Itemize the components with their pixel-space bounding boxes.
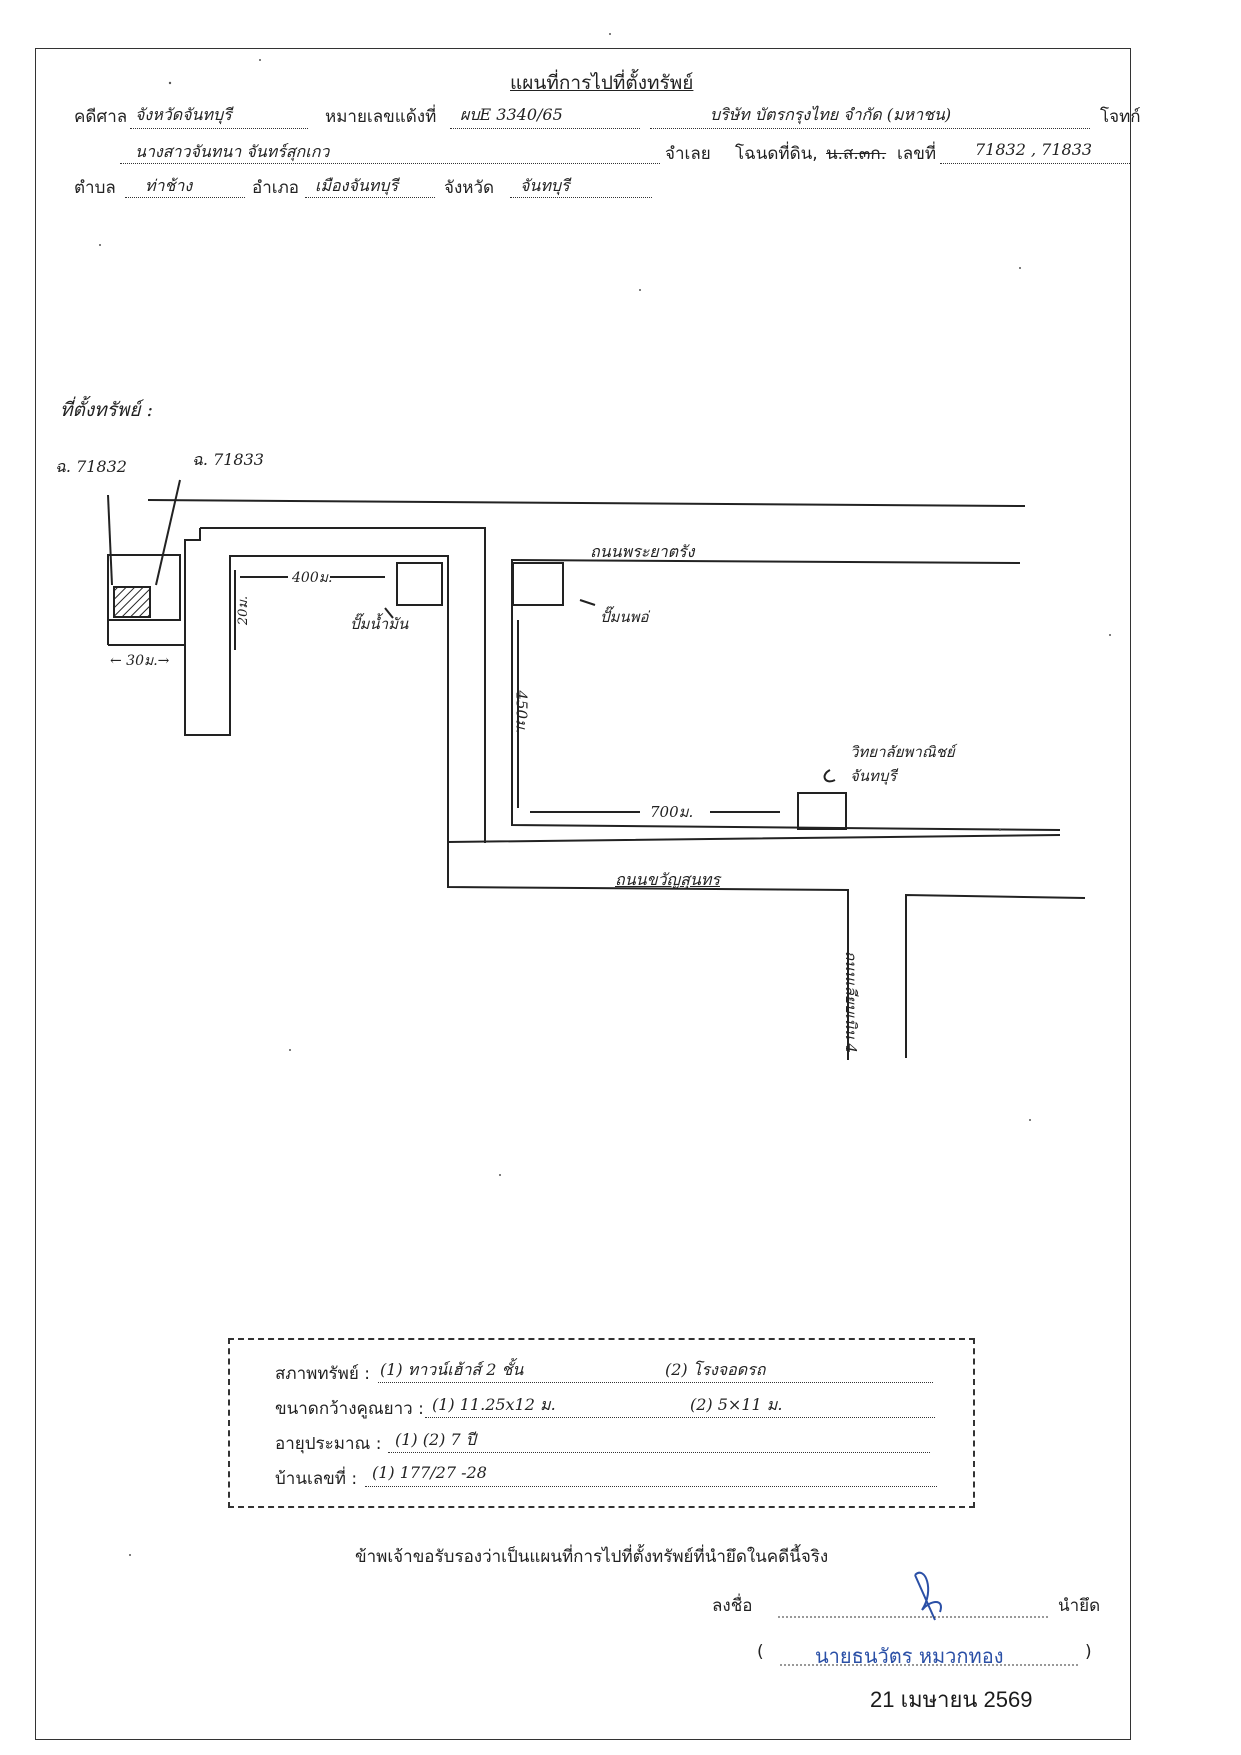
- province-label: จังหวัด: [444, 178, 495, 198]
- court-label: คดีศาล: [74, 107, 128, 127]
- road-outline-2: [200, 527, 486, 843]
- district-label: อำเภอ: [252, 178, 299, 198]
- size-label: ขนาดกว้างคูณยาว :: [275, 1399, 424, 1419]
- size-value-2: (2) 5×11 ม.: [690, 1395, 783, 1414]
- plaintiff-label: โจทก์: [1100, 107, 1141, 127]
- defendant-label: จำเลย: [665, 144, 711, 164]
- certify-text: ข้าพเจ้าขอรับรองว่าเป็นแผนที่การไปที่ตั้…: [355, 1547, 829, 1567]
- deed-no-label: เลขที่: [897, 144, 937, 164]
- house-no-value: (1) 177/27 -28: [372, 1463, 487, 1482]
- size-value-1: (1) 11.25x12 ม.: [432, 1395, 556, 1414]
- asset-value-1: (1) ทาวน์เฮ้าส์ 2 ชั้น: [380, 1360, 524, 1379]
- court-value: จังหวัดจันทบุรี: [135, 105, 232, 124]
- page-border: [35, 48, 1131, 1740]
- shop-pointer: [579, 599, 596, 606]
- property-location-label: ที่ตั้งทรัพย์ :: [60, 399, 153, 421]
- age-underline: [388, 1452, 930, 1453]
- sign-date: 21 เมษายน 2569: [870, 1687, 1033, 1712]
- bottom-distance: 700ม.: [650, 803, 694, 821]
- page-title: แผนที่การไปที่ตั้งทรัพย์: [510, 72, 694, 94]
- left-distance: ← 30ม.→: [110, 653, 170, 669]
- college-box: [797, 792, 847, 830]
- asset-underline: [378, 1382, 933, 1383]
- paren-close: ): [1085, 1642, 1092, 1662]
- bottom-road-label: ถนนขวัญสุนทร: [615, 870, 720, 889]
- property-block: [107, 554, 181, 621]
- gas-station-label: ปั๊มน้ำมัน: [350, 615, 409, 633]
- province-value: จันทบุรี: [520, 176, 570, 195]
- age-value: (1) (2) 7 ปี: [395, 1430, 476, 1449]
- subdistrict-underline: [125, 197, 245, 198]
- shop-label: ปั๊มนพอ่: [600, 608, 649, 626]
- gas-pointer: [384, 607, 394, 619]
- top-road-label: ถนนพระยาตรัง: [590, 542, 695, 561]
- road-outline-7: [905, 893, 1086, 1058]
- size-underline: [425, 1417, 935, 1418]
- sign-label: ลงชื่อ: [712, 1596, 753, 1616]
- property-hatched: [113, 586, 151, 618]
- case-no-value: ผบE 3340/65: [460, 105, 563, 124]
- deed-b-label: ฉ. 71833: [192, 450, 264, 469]
- college-pointer: [823, 769, 836, 783]
- house-no-label: บ้านเลขที่ :: [275, 1469, 358, 1489]
- defendant-value: นางสาวจันทนา จันทร์สุกเกว: [135, 142, 330, 161]
- court-underline: [130, 128, 308, 129]
- road-outline-5: [511, 559, 1021, 564]
- deed-no-value: 71832 , 71833: [975, 140, 1093, 159]
- province-underline: [510, 197, 652, 198]
- pointer-a: [107, 494, 113, 586]
- signer-name: นายธนวัตร หมวกทอง: [815, 1644, 1004, 1668]
- paren-open: (: [757, 1642, 764, 1662]
- college-label: วิทยาลัยพาณิชย์จันทบุรี: [850, 743, 955, 785]
- asset-label: สภาพทรัพย์ :: [275, 1364, 370, 1384]
- top-distance: 400ม.: [292, 570, 333, 586]
- plaintiff-underline: [650, 128, 1090, 129]
- case-no-underline: [450, 128, 640, 129]
- road-outline-4: [511, 559, 1061, 831]
- pointer-b: [155, 479, 181, 586]
- subdistrict-label: ตำบล: [74, 178, 116, 198]
- case-no-label: หมายเลขแด้งที่: [325, 107, 437, 127]
- defendant-underline: [120, 163, 660, 164]
- plaintiff-value: บริษัท บัตรกรุงไทย จำกัด (มหาชน): [710, 105, 952, 124]
- age-label: อายุประมาณ :: [275, 1434, 382, 1454]
- deed-struck: น.ส.๓ก.: [826, 144, 887, 164]
- deed-a-label: ฉ. 71832: [55, 457, 127, 476]
- subdistrict-value: ท่าช้าง: [145, 176, 193, 195]
- shop-box: [512, 562, 564, 606]
- details-box: [228, 1338, 975, 1508]
- main-road-line: [147, 499, 1026, 507]
- deed-no-underline: [940, 163, 1130, 164]
- house-no-underline: [365, 1486, 937, 1487]
- district-underline: [305, 197, 435, 198]
- asset-value-2: (2) โรงจอดรถ: [665, 1360, 766, 1379]
- district-value: เมืองจันทบุรี: [315, 176, 399, 195]
- gas-station-box: [396, 562, 443, 606]
- sign-role: นำยึด: [1058, 1596, 1101, 1616]
- deed-label: โฉนดที่ดิน,: [735, 144, 818, 164]
